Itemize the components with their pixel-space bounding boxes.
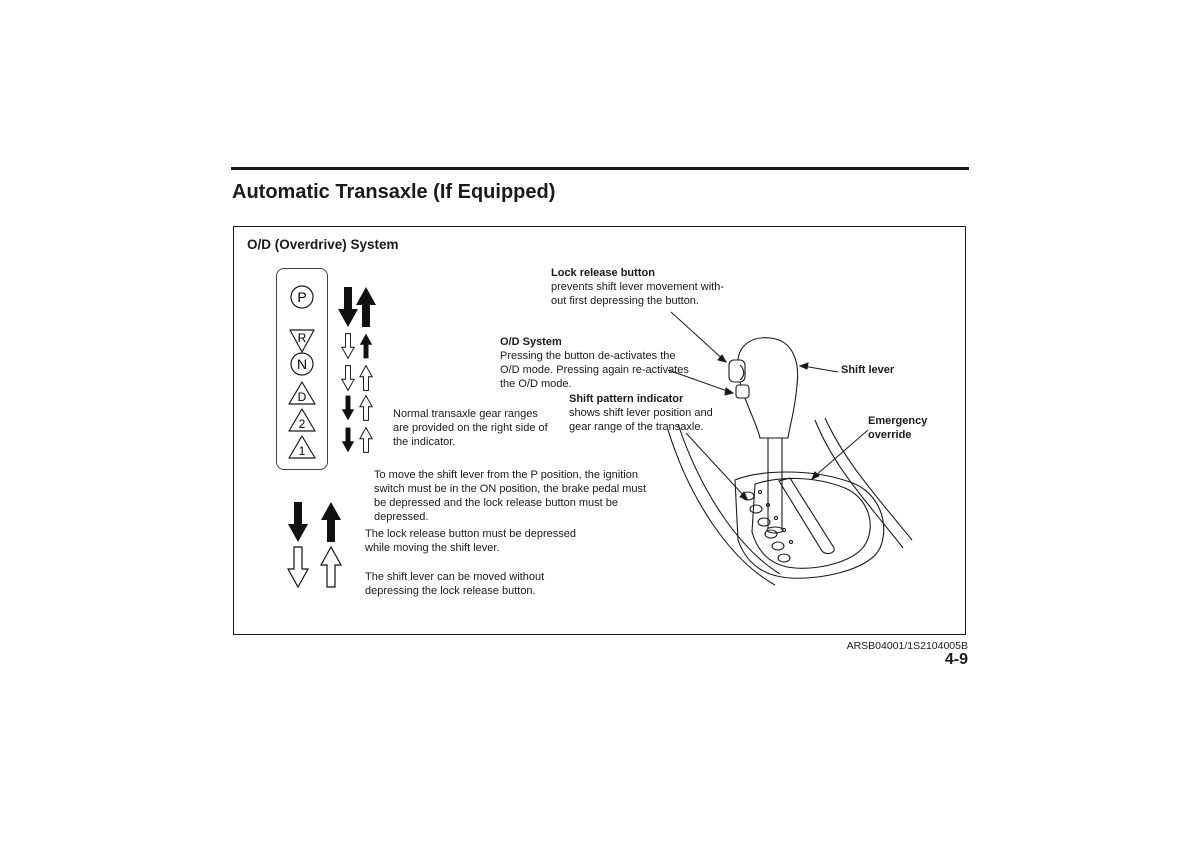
gear-symbol-d: D xyxy=(288,381,316,405)
callout-shift-pattern-line: shows shift lever position and xyxy=(569,407,713,419)
shift-arrows-p xyxy=(338,287,376,327)
legend-filled-text: The lock release button must be depresse… xyxy=(365,527,605,555)
legend-outline-line: The shift lever can be moved without xyxy=(365,571,545,583)
gear-label-n: N xyxy=(297,356,307,372)
shifter-illustration xyxy=(667,337,913,586)
callout-lock-release-heading: Lock release button xyxy=(551,267,655,279)
callout-od-system: O/D System Pressing the button de-activa… xyxy=(500,335,710,391)
callout-shift-lever: Shift lever xyxy=(841,364,895,376)
gear-range-note-line: Normal transaxle gear ranges xyxy=(393,408,538,420)
callout-od-system-heading: O/D System xyxy=(500,336,562,348)
shift-arrows-r xyxy=(341,333,373,359)
leader-lines xyxy=(667,311,869,500)
p-position-note-line: depressed. xyxy=(374,511,429,523)
gear-range-note: Normal transaxle gear ranges are provide… xyxy=(393,407,568,449)
page-title: Automatic Transaxle (If Equipped) xyxy=(232,181,556,203)
callout-shift-pattern-heading: Shift pattern indicator xyxy=(569,393,684,405)
callout-shift-pattern-line: gear range of the transaxle. xyxy=(569,421,704,433)
legend-filled-arrows xyxy=(288,502,341,542)
gear-symbol-r: R xyxy=(289,329,315,353)
gear-label-2: 2 xyxy=(299,417,306,431)
callout-lock-release-line: prevents shift lever movement with- xyxy=(551,281,725,293)
callout-od-system-line: O/D mode. Pressing again re-activates xyxy=(500,364,689,376)
gear-symbol-n: N xyxy=(290,352,314,376)
gear-indicator-panel xyxy=(276,268,328,470)
gear-label-d: D xyxy=(298,390,307,404)
gear-range-note-line: the indicator. xyxy=(393,436,456,448)
callout-od-system-line: Pressing the button de-activates the xyxy=(500,350,676,362)
p-position-note-line: To move the shift lever from the P posit… xyxy=(374,469,638,481)
shift-arrows-2 xyxy=(341,427,373,453)
page-number: 4-9 xyxy=(944,651,968,668)
reference-code: ARSB04001/1S2104005B xyxy=(846,640,968,652)
p-position-note-line: be depressed and the lock release button… xyxy=(374,497,618,509)
legend-outline-text: The shift lever can be moved without dep… xyxy=(365,570,605,598)
callout-od-system-line: the O/D mode. xyxy=(500,378,572,390)
p-position-note-line: switch must be in the ON position, the b… xyxy=(374,483,647,495)
p-position-note: To move the shift lever from the P posit… xyxy=(374,468,674,524)
legend-outline-line: depressing the lock release button. xyxy=(365,585,536,597)
callout-emergency-override-line: override xyxy=(868,429,912,441)
gear-label-r: R xyxy=(298,331,307,345)
gear-range-note-line: are provided on the right side of xyxy=(393,422,548,434)
callout-emergency-override: Emergency override xyxy=(868,414,927,442)
gear-symbol-1: 1 xyxy=(288,435,316,459)
callout-lock-release: Lock release button prevents shift lever… xyxy=(551,266,751,308)
gear-label-p: P xyxy=(297,289,306,305)
gear-symbol-2: 2 xyxy=(288,408,316,432)
callout-emergency-override-line: Emergency xyxy=(868,415,928,427)
gear-label-1: 1 xyxy=(299,444,306,458)
callout-shift-pattern: Shift pattern indicator shows shift leve… xyxy=(569,392,739,434)
legend-filled-line: while moving the shift lever. xyxy=(365,542,500,554)
top-rule xyxy=(231,167,969,170)
shift-arrows-n xyxy=(341,365,373,391)
legend-filled-line: The lock release button must be depresse… xyxy=(365,528,576,540)
shift-arrows-d xyxy=(341,395,373,421)
section-heading: O/D (Overdrive) System xyxy=(247,237,399,252)
callout-lock-release-line: out first depressing the button. xyxy=(551,295,699,307)
gear-symbol-p: P xyxy=(290,285,314,309)
legend-outline-arrows xyxy=(287,546,342,588)
figure-box xyxy=(233,226,966,635)
